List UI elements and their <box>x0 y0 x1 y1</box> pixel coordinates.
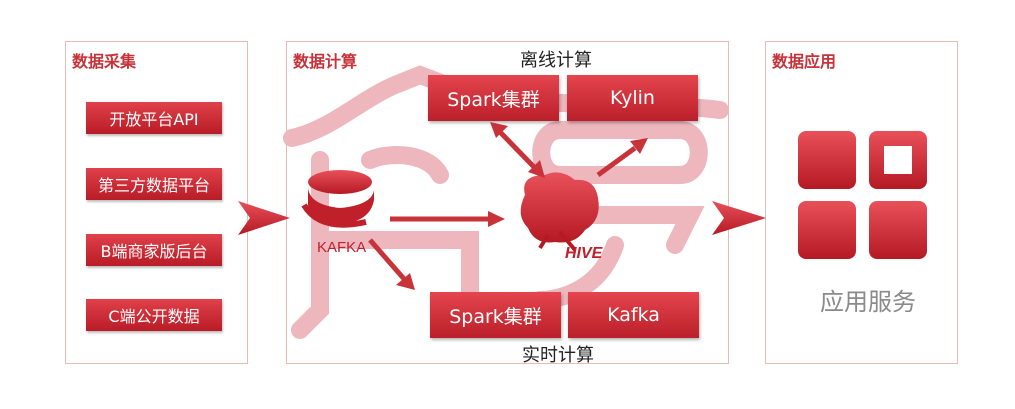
arrow-right-icon <box>238 201 290 235</box>
kafka-to-realtime-arrow <box>368 238 407 282</box>
source-c-end[interactable]: C端公开数据 <box>86 299 222 331</box>
spark-hive-arrow <box>498 130 537 170</box>
source-b-end[interactable]: B端商家版后台 <box>86 234 222 266</box>
arrow-right-icon <box>712 201 766 235</box>
arrow-head-icon <box>396 273 415 290</box>
hive-logo-icon <box>520 172 599 252</box>
arrow-head-icon <box>490 122 508 138</box>
hive-logo-text: HIVE <box>565 245 604 262</box>
realtime-kafka-button[interactable]: Kafka <box>568 292 699 338</box>
kafka-logo-text: KAFKA <box>317 239 366 256</box>
compute-panel: 数据计算 <box>286 41 729 364</box>
offline-title: 离线计算 <box>520 50 592 71</box>
source-open-api[interactable]: 开放平台API <box>86 102 222 134</box>
kafka-logo-icon <box>301 170 374 228</box>
app-service-label: 应用服务 <box>820 288 916 316</box>
hive-to-kylin-arrow <box>596 145 637 178</box>
arrow-head-icon <box>630 138 648 154</box>
realtime-title: 实时计算 <box>522 345 594 366</box>
arrow-head-icon <box>528 160 545 178</box>
application-panel: 数据应用 <box>765 41 958 364</box>
source-third-party[interactable]: 第三方数据平台 <box>86 168 222 200</box>
offline-spark-button[interactable]: Spark集群 <box>428 75 559 121</box>
realtime-spark-button[interactable]: Spark集群 <box>430 292 561 338</box>
collection-title: 数据采集 <box>72 52 137 71</box>
application-title: 数据应用 <box>772 52 837 71</box>
app-grid-icon <box>798 131 927 259</box>
arrow-head-icon <box>488 211 505 227</box>
compute-title: 数据计算 <box>293 52 358 71</box>
offline-kylin-button[interactable]: Kylin <box>567 75 698 121</box>
